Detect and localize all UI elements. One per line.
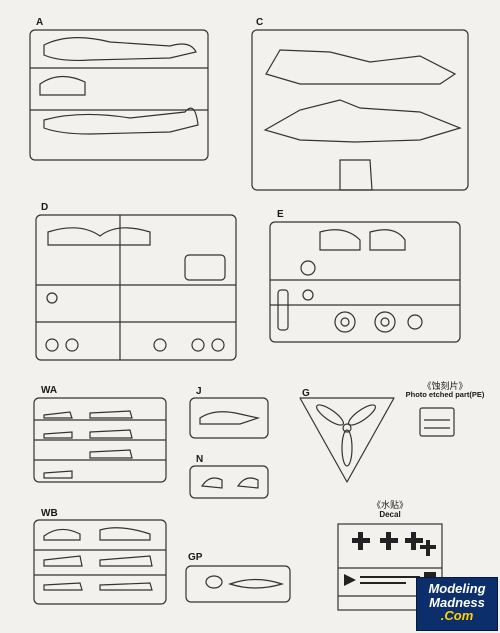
sprue-a-canopy xyxy=(39,75,86,96)
sprue-gp-frame xyxy=(185,565,291,603)
sprue-wb-label: WB xyxy=(41,508,58,519)
decal-caption: 《水贴》 Decal xyxy=(360,500,420,520)
sprue-j-label: J xyxy=(196,386,202,397)
sprue-c-wing-lower xyxy=(263,99,462,143)
logo-line-1: Modeling xyxy=(428,581,486,596)
sprue-gp-label: GP xyxy=(188,552,203,563)
photo-etched-caption: 《蚀刻片》 Photo etched part(PE) xyxy=(400,381,490,400)
sprue-wb-frame xyxy=(33,519,167,605)
photo-etched-title-en: Photo etched part(PE) xyxy=(405,390,485,400)
sprue-g-label: G xyxy=(302,388,310,399)
sprue-e-label: E xyxy=(277,209,284,220)
sprue-c-wing-upper xyxy=(265,49,457,85)
sprue-j-frame xyxy=(189,397,269,439)
sprue-n-frame xyxy=(189,465,269,499)
decal-sheet xyxy=(337,523,443,611)
sprue-d-frame xyxy=(35,214,237,361)
photo-etched-title-cn: 《蚀刻片》 xyxy=(422,381,468,391)
sprue-e-frame xyxy=(269,221,461,343)
sprue-d-label: D xyxy=(41,202,49,213)
decal-title-cn: 《水贴》 xyxy=(371,500,408,510)
modelingmadness-logo: Modeling Madness .Com xyxy=(416,577,498,631)
sprue-c-tab xyxy=(339,159,373,191)
logo-line-2: Madness xyxy=(429,594,485,610)
sprue-n-label: N xyxy=(196,454,204,465)
photo-etch-fret xyxy=(419,407,455,437)
sprue-a-fuselage-left xyxy=(43,37,197,62)
sprue-wa-label: WA xyxy=(41,385,58,396)
sprue-g-frame xyxy=(299,397,395,483)
sprue-a-label: A xyxy=(36,17,44,28)
sprue-c-frame xyxy=(251,29,469,191)
sprue-c-label: C xyxy=(256,17,264,28)
decal-title-en: Decal xyxy=(379,510,401,520)
sprue-a-frame xyxy=(29,29,209,161)
logo-line-3: .Com xyxy=(440,608,474,624)
sprue-a-fuselage-right xyxy=(43,107,199,135)
